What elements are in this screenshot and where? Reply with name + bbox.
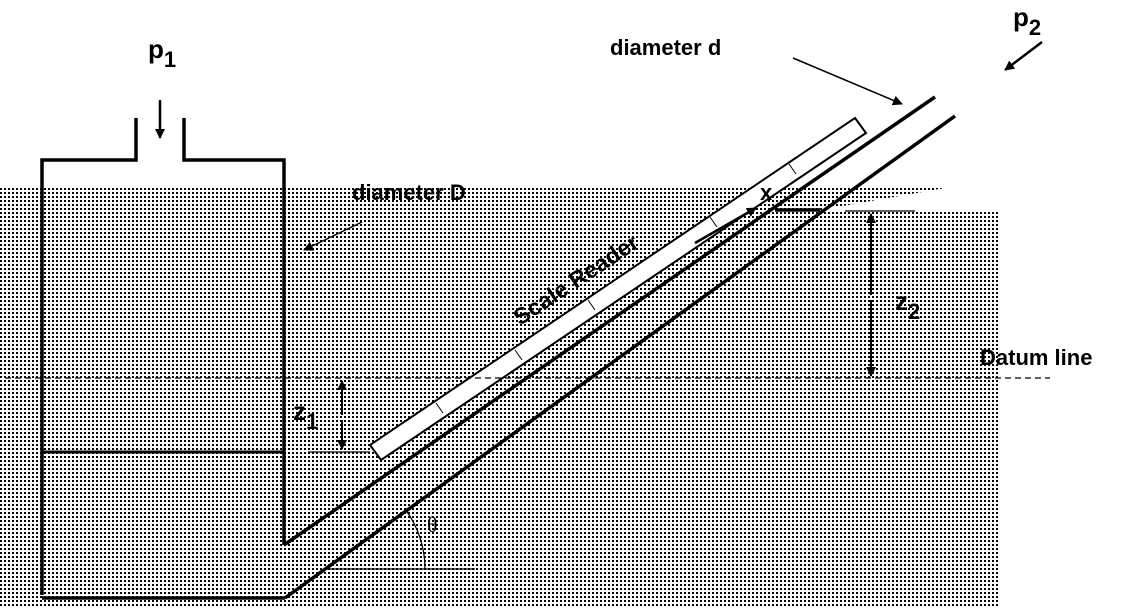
scale-ticks (435, 117, 861, 414)
x-label: x (760, 180, 773, 205)
z1-label: z1 (293, 396, 318, 434)
p1-label: p1 (148, 34, 176, 72)
p2-arrow (1004, 41, 1043, 71)
datum-line-label: Datum line (980, 345, 1092, 370)
theta-label: θ (427, 512, 438, 537)
theta-arc (404, 508, 426, 570)
z2-label: z2 (895, 286, 920, 324)
scale-reader (368, 116, 868, 462)
inclined-tube-upper-wall (283, 95, 936, 547)
inclined-tube-lower-wall (283, 114, 957, 600)
reservoir-right-top-wall (182, 118, 286, 545)
scale-reading-arrow (694, 206, 757, 245)
diameter-D-leader (303, 221, 363, 251)
diameter-d-label: diameter d (610, 35, 721, 60)
diameter-d-leader (792, 57, 903, 106)
clear-upper-right (820, 188, 1000, 210)
diameter-D-label: diameter D (352, 180, 466, 205)
reservoir-left-top-wall (40, 118, 138, 595)
p2-label: p2 (1013, 2, 1041, 40)
